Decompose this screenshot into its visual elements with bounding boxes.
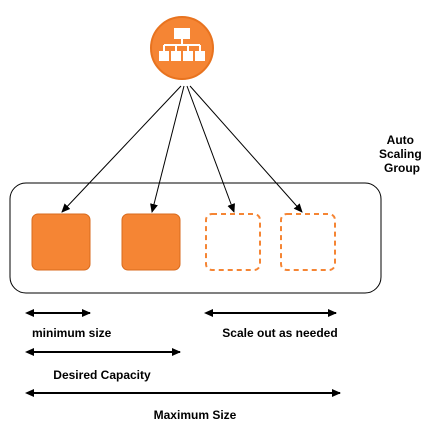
auto-scaling-group-box <box>9 182 382 294</box>
instance-running-1 <box>31 213 91 271</box>
connector-instance-4 <box>189 85 303 213</box>
group-title-line-3: Group <box>384 161 420 175</box>
group-title-line-1: Auto <box>387 133 414 147</box>
group-title-line-2: Scaling <box>379 147 422 161</box>
connectors <box>61 85 303 213</box>
minimum-size-label: minimum size <box>32 326 112 340</box>
group-title: Auto Scaling Group <box>379 133 425 175</box>
range-arrows <box>25 309 341 397</box>
instance-running-2 <box>121 213 181 271</box>
scale-out-label: Scale out as needed <box>222 326 337 340</box>
instance-pending-1 <box>205 213 261 271</box>
desired-capacity-label: Desired Capacity <box>53 368 151 382</box>
connector-instance-2 <box>150 85 185 213</box>
maximum-size-label: Maximum Size <box>154 408 237 422</box>
connector-instance-1 <box>61 85 182 213</box>
hierarchy-icon <box>150 16 214 80</box>
instance-pending-2 <box>280 213 336 271</box>
connector-instance-3 <box>186 85 235 213</box>
